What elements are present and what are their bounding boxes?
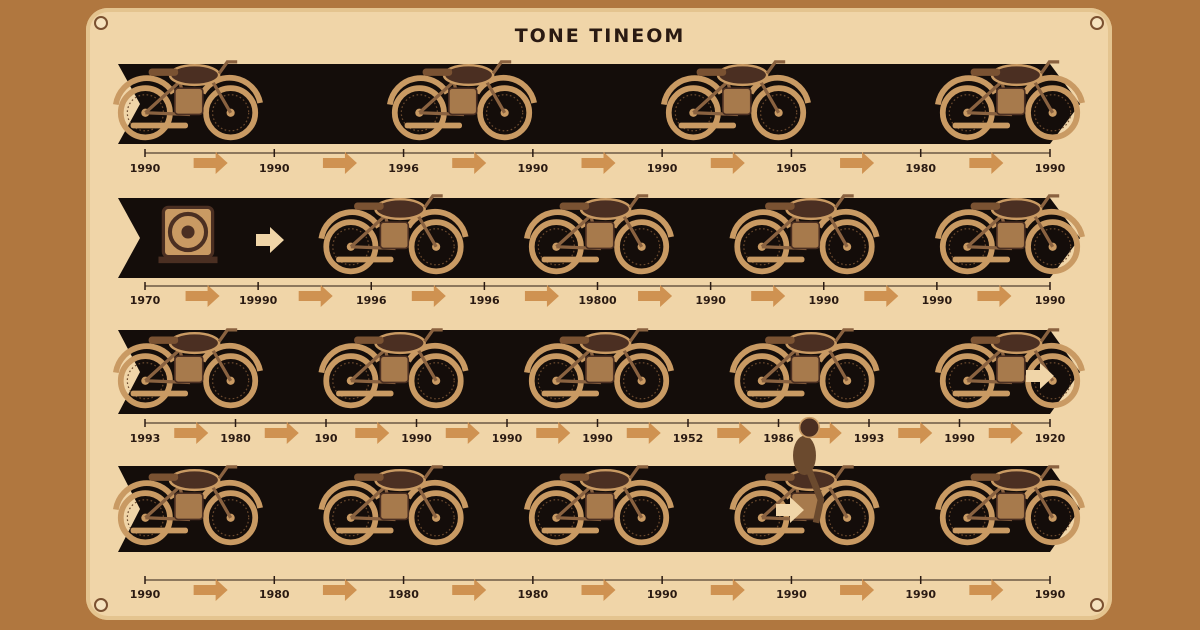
motorcycle-icon [113,60,263,141]
year-label: 1990 [1035,294,1066,307]
motorcycle-icon [729,194,880,275]
year-label: 1996 [356,294,387,307]
motorcycle-icon [524,194,674,275]
year-label: 1990 [944,432,975,445]
arrow-right-icon [581,579,616,601]
corner-bolt-icon [94,16,108,30]
year-label: 1905 [776,162,807,175]
year-label: 1986 [763,432,794,445]
arrow-right-icon [411,285,446,307]
year-label: 1996 [388,162,419,175]
arrow-right-icon [298,285,333,307]
motorcycle-icon [935,194,1085,275]
year-label: 1990 [647,588,678,601]
year-label: 1980 [518,588,549,601]
arrow-right-icon [452,579,487,601]
arrow-right-icon [536,422,571,444]
timeline-band [118,64,1080,144]
corner-bolt-icon [1090,598,1104,612]
arrow-right-icon [988,422,1023,444]
year-label: 1990 [130,588,161,601]
arrow-right-icon [717,422,752,444]
arrow-right-icon [524,285,559,307]
arrow-right-icon [322,152,357,174]
year-label: 1952 [673,432,704,445]
arrow-right-icon [710,152,745,174]
motorcycle-icon [524,465,674,546]
arrow-right-icon [977,285,1012,307]
year-label: 1990 [1035,162,1066,175]
year-label: 1990 [905,588,936,601]
year-label: 1990 [130,162,161,175]
year-label: 1990 [776,588,807,601]
year-label: 19800 [578,294,617,307]
engine-icon [158,205,218,264]
year-label: 1990 [1035,588,1066,601]
arrow-right-icon [840,152,875,174]
year-label: 1980 [905,162,936,175]
arrow-right-icon [1026,363,1054,389]
arrow-right-icon [710,579,745,601]
arrow-right-icon [264,422,299,444]
year-label: 1993 [854,432,885,445]
year-label: 1996 [469,294,500,307]
year-label: 1990 [922,294,953,307]
arrow-right-icon [969,579,1004,601]
year-label: 1980 [388,588,419,601]
corner-bolt-icon [94,598,108,612]
year-label: 1990 [695,294,726,307]
year-label: 1920 [1035,432,1066,445]
arrow-right-icon [193,152,228,174]
arrow-right-icon [776,497,804,523]
motorcycle-icon [661,60,811,141]
arrow-right-icon [638,285,673,307]
arrow-right-icon [445,422,480,444]
motorcycle-with-rider-icon [729,416,880,546]
motorcycle-icon [935,328,1085,409]
arrow-right-icon [581,152,616,174]
year-label: 1990 [401,432,432,445]
arrow-right-icon [174,422,209,444]
motorcycle-icon [935,60,1085,141]
motorcycle-icon [387,60,537,141]
poster-title: TONE TINEOM [514,25,686,47]
year-label: 1990 [808,294,839,307]
year-label: 1990 [647,162,678,175]
year-label: 1980 [259,588,290,601]
motorcycle-icon [113,328,263,409]
arrow-right-icon [969,152,1004,174]
motorcycle-icon [935,465,1085,546]
arrow-right-icon [355,422,390,444]
year-label: 190 [315,432,338,445]
arrow-right-icon [185,285,220,307]
arrow-right-icon [452,152,487,174]
arrow-right-icon [864,285,899,307]
year-label: 1990 [492,432,523,445]
corner-bolt-icon [1090,16,1104,30]
arrow-right-icon [898,422,933,444]
motorcycle-icon [318,328,469,409]
arrow-right-icon [256,227,284,253]
motorcycle-icon [318,194,469,275]
arrow-right-icon [193,579,228,601]
year-label: 1970 [130,294,161,307]
motorcycle-icon [113,465,263,546]
year-label: 1993 [130,432,161,445]
year-label: 19990 [239,294,278,307]
arrow-right-icon [807,422,842,444]
year-label: 1980 [220,432,251,445]
motorcycle-icon [524,328,674,409]
arrow-right-icon [626,422,661,444]
arrow-right-icon [840,579,875,601]
year-label: 1990 [259,162,290,175]
motorcycle-icon [729,328,880,409]
motorcycle-icon [318,465,469,546]
arrow-right-icon [322,579,357,601]
year-label: 1990 [582,432,613,445]
year-label: 1990 [518,162,549,175]
arrow-right-icon [751,285,786,307]
